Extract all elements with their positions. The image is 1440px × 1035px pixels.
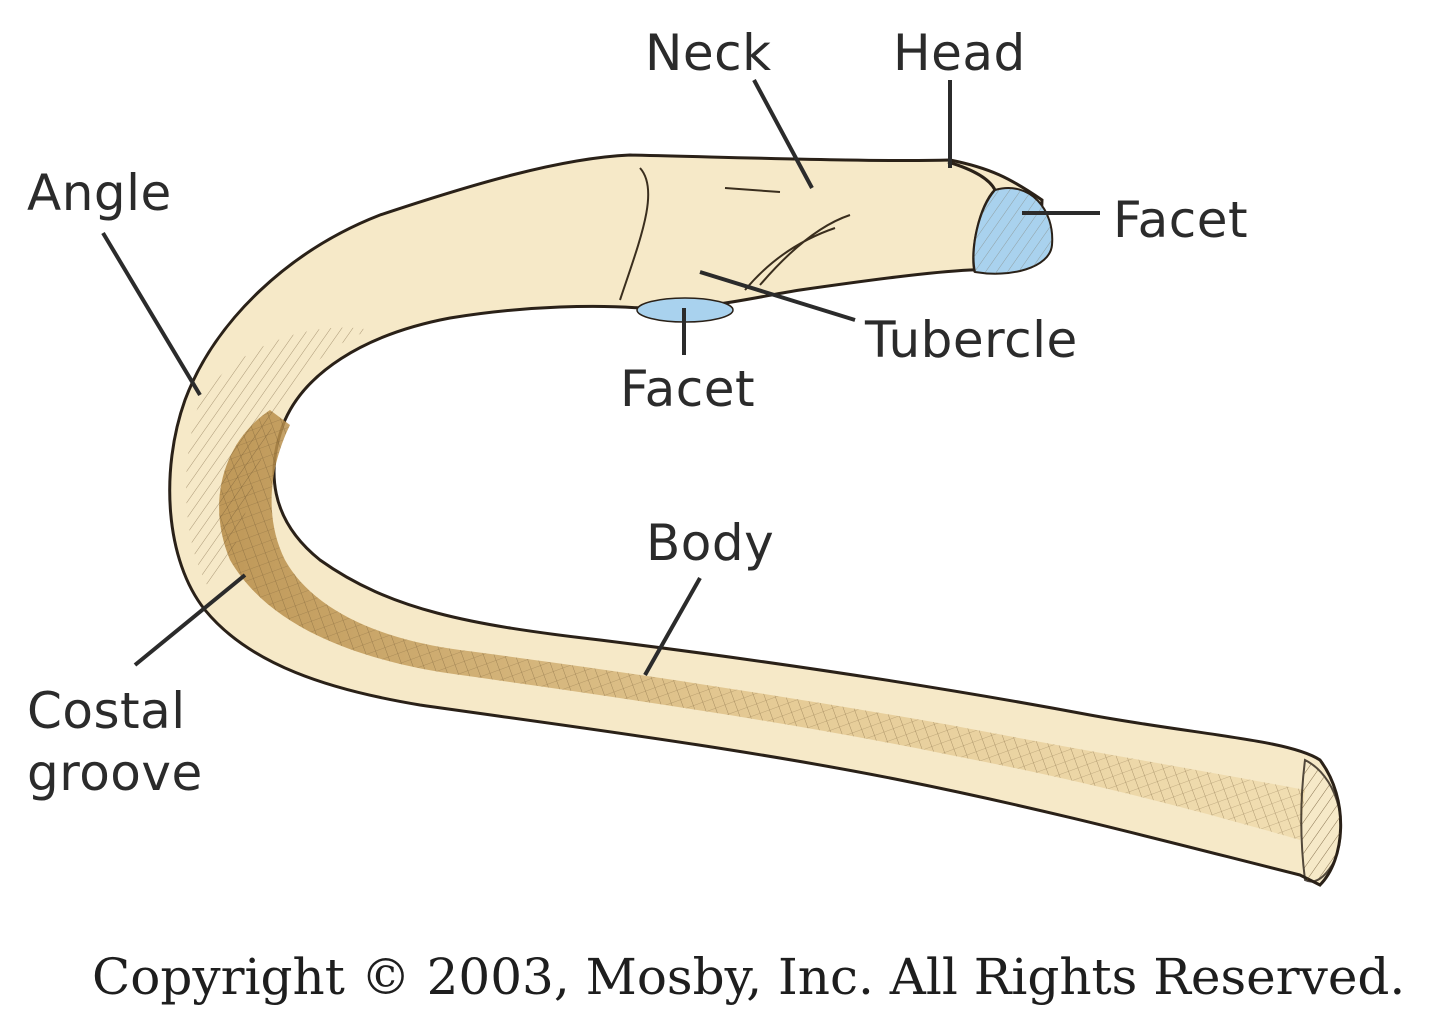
label-head: Head bbox=[893, 24, 1026, 82]
leader-lines bbox=[101, 79, 1100, 676]
leader-angle bbox=[101, 231, 202, 397]
label-facet-tubercle: Facet bbox=[620, 360, 756, 418]
label-angle: Angle bbox=[27, 164, 172, 222]
label-tubercle: Tubercle bbox=[865, 311, 1078, 369]
leader-body bbox=[643, 577, 702, 676]
copyright-notice: Copyright © 2003, Mosby, Inc. All Rights… bbox=[92, 948, 1406, 1006]
head-facet-hatching bbox=[973, 188, 1053, 274]
leader-neck bbox=[752, 79, 814, 189]
label-body: Body bbox=[646, 514, 775, 572]
label-groove: groove bbox=[27, 744, 203, 802]
leader-costal-groove bbox=[133, 573, 247, 667]
sternal-end bbox=[1300, 758, 1342, 883]
leader-tubercle bbox=[699, 270, 856, 322]
angle-hatching bbox=[186, 327, 370, 590]
label-neck: Neck bbox=[645, 24, 772, 82]
neck-sketch-lines bbox=[619, 167, 851, 301]
costal-groove-hatching bbox=[219, 410, 1305, 840]
label-costal: Costal bbox=[27, 682, 186, 740]
label-facet-head: Facet bbox=[1113, 191, 1249, 249]
